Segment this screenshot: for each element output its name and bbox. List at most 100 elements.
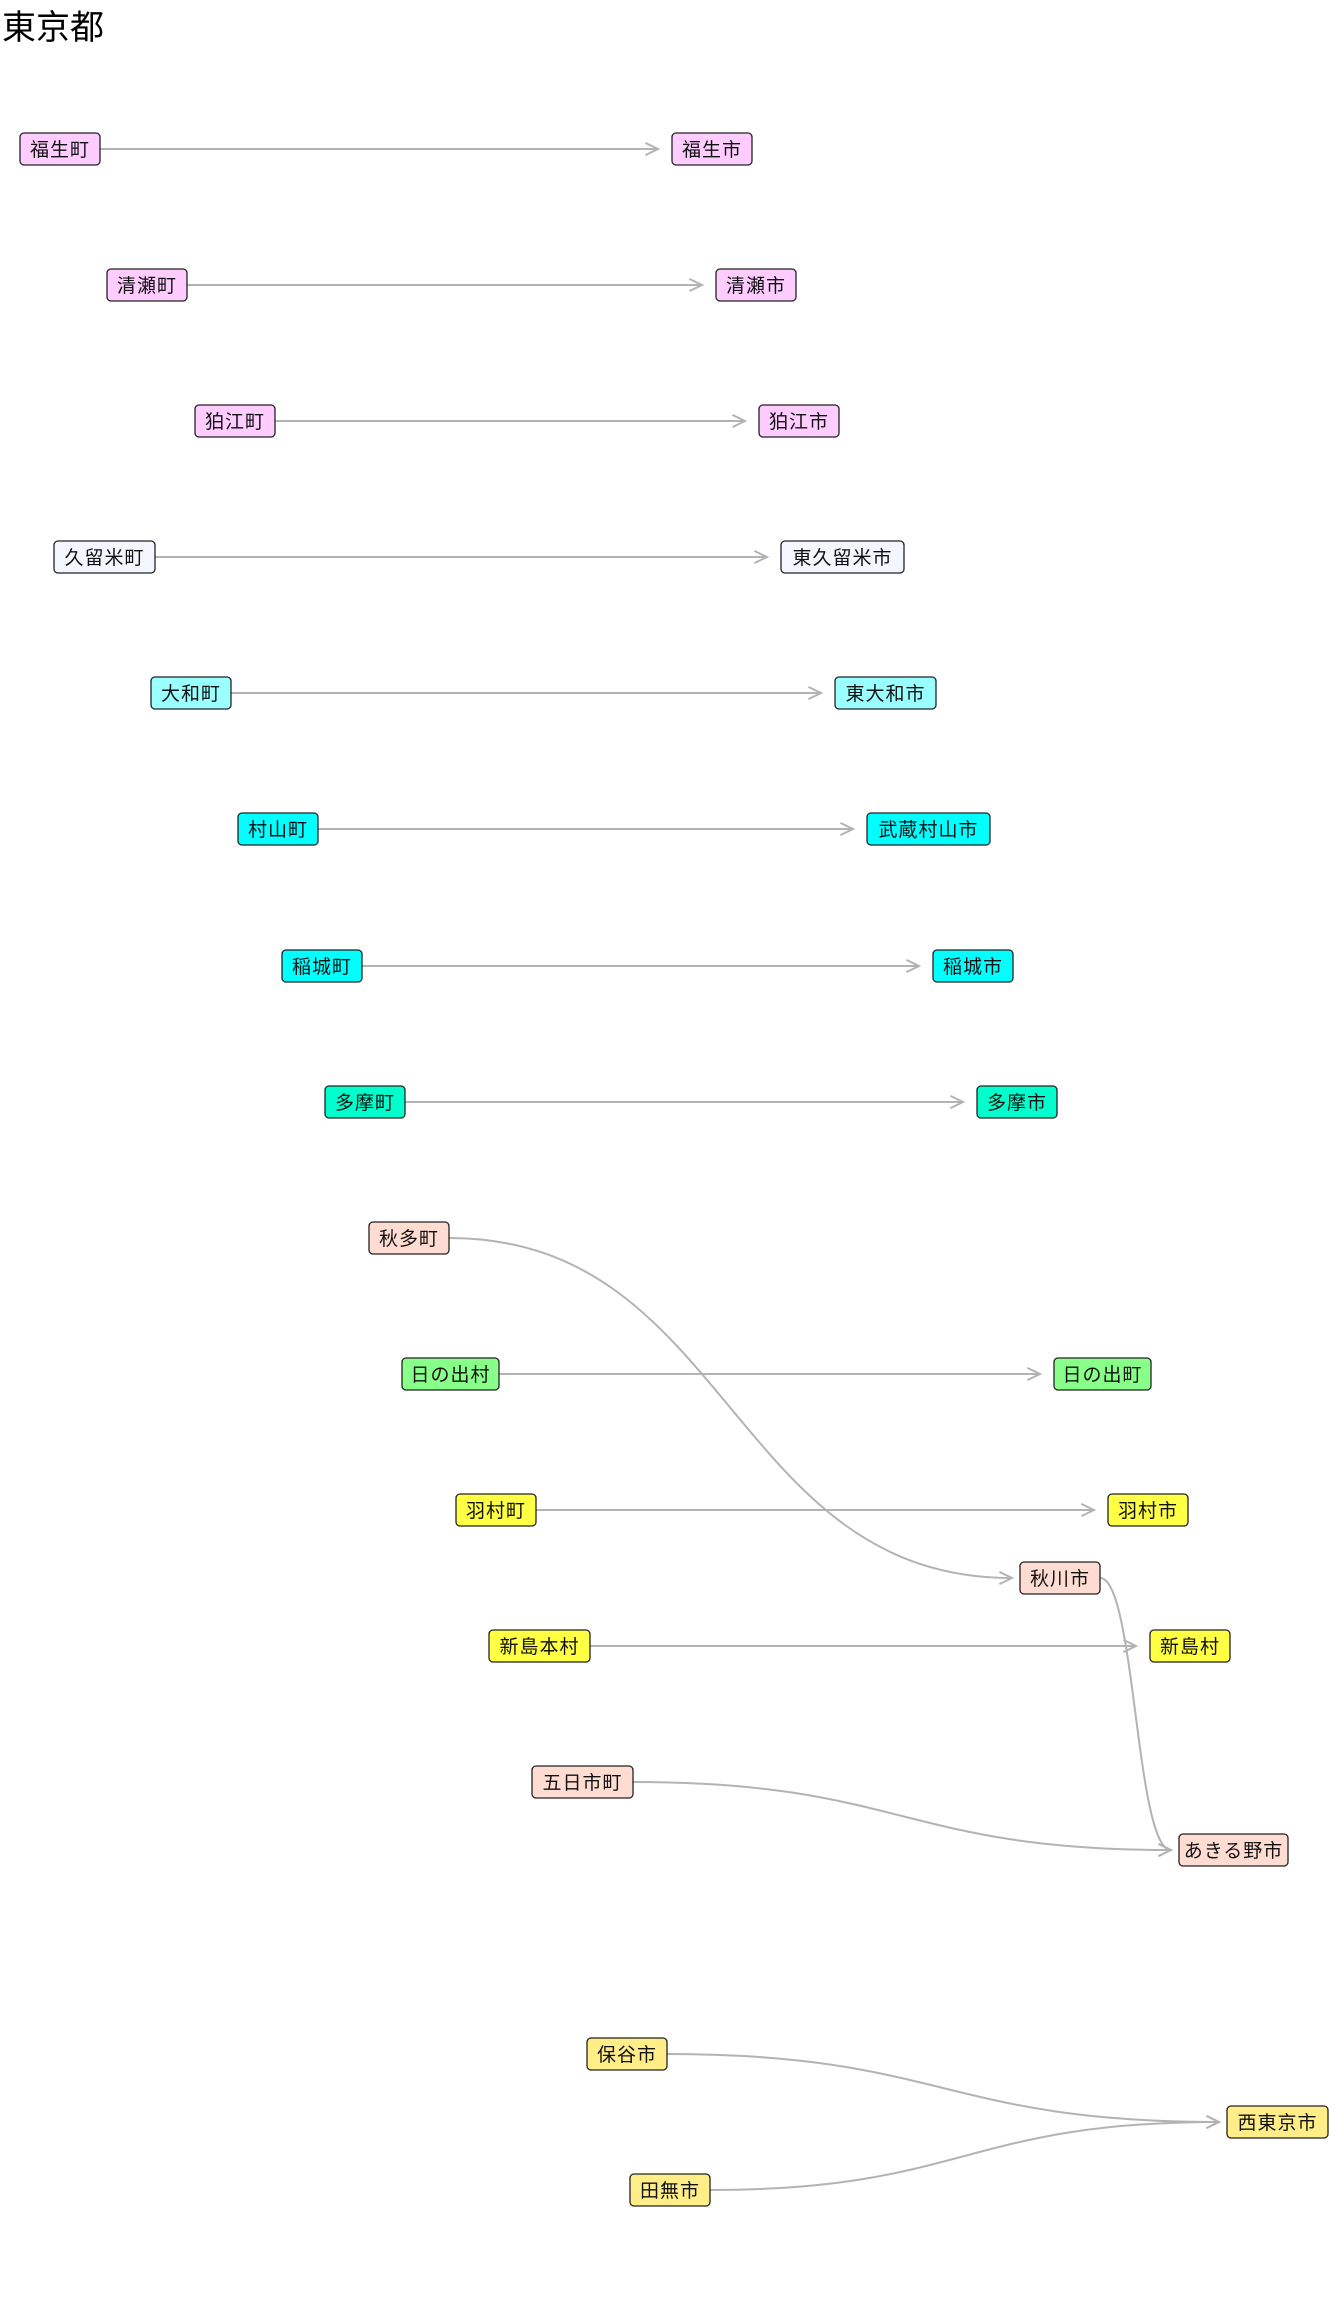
node-box xyxy=(150,676,232,710)
node-box xyxy=(455,1493,537,1527)
node-hoya-shi: 保谷市 xyxy=(586,2037,668,2071)
node-label: 新島村 xyxy=(1160,1636,1220,1658)
node-label: 東久留米市 xyxy=(792,547,892,569)
node-hinode-machi: 日の出町 xyxy=(1053,1357,1152,1391)
page-title: 東京都 xyxy=(2,8,104,48)
arrowhead-icon xyxy=(1122,1639,1139,1653)
node-label: 五日市町 xyxy=(542,1772,622,1794)
edge-line xyxy=(666,2053,1220,2123)
node-box xyxy=(976,1085,1058,1119)
arrowhead-icon xyxy=(807,686,824,700)
node-label: 多摩市 xyxy=(987,1092,1047,1114)
node-label: 東大和市 xyxy=(845,683,925,705)
edge-komae-machi-to-komae-shi xyxy=(275,414,748,428)
arrowhead-icon xyxy=(949,1095,966,1109)
node-box xyxy=(834,676,937,710)
edge-hamura-machi-to-hamura-shi xyxy=(536,1503,1097,1517)
node-label: 日の出村 xyxy=(410,1364,490,1386)
node-kiyose-machi: 清瀬町 xyxy=(106,268,188,302)
node-higashiyamato-shi: 東大和市 xyxy=(834,676,937,710)
arrowhead-icon xyxy=(905,959,922,973)
node-box xyxy=(368,1221,450,1255)
node-label: 狛江市 xyxy=(769,411,829,433)
node-label: 大和町 xyxy=(161,683,221,705)
node-box xyxy=(866,812,991,846)
node-label: 福生町 xyxy=(30,139,90,161)
node-label: 稲城町 xyxy=(292,956,352,978)
node-label: 多摩町 xyxy=(335,1092,395,1114)
node-box xyxy=(237,812,319,846)
edge-kiyose-machi-to-kiyose-shi xyxy=(187,278,705,292)
node-label: 武蔵村山市 xyxy=(878,819,978,841)
node-box xyxy=(1149,1629,1231,1663)
edge-murayama-machi-to-musashimurayama-shi xyxy=(318,822,856,836)
arrowhead-icon xyxy=(688,278,705,292)
edge-inagi-machi-to-inagi-shi xyxy=(362,959,922,973)
node-label: 村山町 xyxy=(248,819,308,841)
node-box xyxy=(1019,1561,1101,1595)
node-akigawa-shi: 秋川市 xyxy=(1019,1561,1101,1595)
node-niijima-mura: 新島村 xyxy=(1149,1629,1231,1663)
node-label: 日の出町 xyxy=(1062,1364,1142,1386)
node-label: 久留米町 xyxy=(64,547,144,569)
edge-line xyxy=(632,1781,1172,1851)
edge-niijimahon-mura-to-niijima-mura xyxy=(590,1639,1139,1653)
arrowhead-icon xyxy=(998,1571,1015,1585)
node-kiyose-shi: 清瀬市 xyxy=(715,268,797,302)
edge-fussa-machi-to-fussa-shi xyxy=(100,142,661,156)
node-label: 西東京市 xyxy=(1237,2112,1317,2134)
edge-hoya-shi-to-nishitokyo-shi xyxy=(666,2053,1222,2129)
node-nishitokyo-shi: 西東京市 xyxy=(1226,2105,1329,2139)
node-label: 羽村市 xyxy=(1118,1500,1178,1522)
node-label: 清瀬市 xyxy=(726,275,786,297)
node-box xyxy=(586,2037,668,2071)
arrowhead-icon xyxy=(644,142,661,156)
node-box xyxy=(932,949,1014,983)
node-label: 田無市 xyxy=(640,2180,700,2202)
node-hinode-mura: 日の出村 xyxy=(401,1357,500,1391)
node-fussa-shi: 福生市 xyxy=(671,132,753,166)
node-tama-machi: 多摩町 xyxy=(324,1085,406,1119)
node-box xyxy=(106,268,188,302)
node-itsukaichi-machi: 五日市町 xyxy=(531,1765,634,1799)
node-box xyxy=(629,2173,711,2207)
node-label: 稲城市 xyxy=(943,956,1003,978)
edge-itsukaichi-machi-to-akiruno-shi xyxy=(632,1781,1174,1857)
arrowhead-icon xyxy=(753,550,770,564)
arrowhead-icon xyxy=(839,822,856,836)
node-musashimurayama-shi: 武蔵村山市 xyxy=(866,812,991,846)
node-box xyxy=(1178,1833,1289,1867)
arrowhead-icon xyxy=(1026,1367,1043,1381)
node-label: 福生市 xyxy=(682,139,742,161)
node-box xyxy=(19,132,101,166)
arrowhead-icon xyxy=(1205,2115,1222,2129)
node-label: 清瀬町 xyxy=(117,275,177,297)
node-murayama-machi: 村山町 xyxy=(237,812,319,846)
edge-akita-machi-to-akigawa-shi xyxy=(448,1237,1015,1585)
node-box xyxy=(671,132,753,166)
edge-line xyxy=(1099,1577,1172,1851)
node-yamato-machi: 大和町 xyxy=(150,676,232,710)
edge-tama-machi-to-tama-shi xyxy=(405,1095,966,1109)
node-box xyxy=(488,1629,591,1663)
node-box xyxy=(1107,1493,1189,1527)
node-akiruno-shi: あきる野市 xyxy=(1178,1833,1289,1867)
node-box xyxy=(1226,2105,1329,2139)
arrowhead-icon xyxy=(1080,1503,1097,1517)
edge-line xyxy=(448,1237,1013,1579)
node-box xyxy=(324,1085,406,1119)
node-box xyxy=(281,949,363,983)
node-tanashi-shi: 田無市 xyxy=(629,2173,711,2207)
edge-hinode-mura-to-hinode-machi xyxy=(499,1367,1043,1381)
node-label: あきる野市 xyxy=(1184,1840,1284,1862)
node-label: 狛江町 xyxy=(205,411,265,433)
node-label: 羽村町 xyxy=(466,1500,526,1522)
node-box xyxy=(194,404,276,438)
edge-yamato-machi-to-higashiyamato-shi xyxy=(231,686,824,700)
node-box xyxy=(758,404,840,438)
node-box xyxy=(531,1765,634,1799)
edge-kurume-machi-to-higashikurume-shi xyxy=(155,550,770,564)
node-hamura-shi: 羽村市 xyxy=(1107,1493,1189,1527)
node-kurume-machi: 久留米町 xyxy=(53,540,156,574)
